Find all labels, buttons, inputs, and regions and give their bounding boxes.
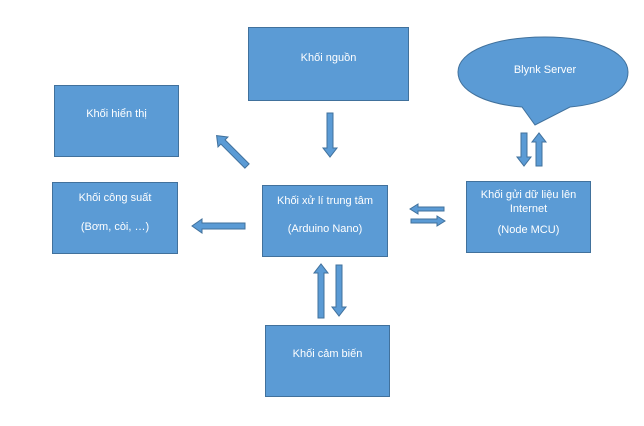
arrow-cpu-to-power-stage (191, 218, 246, 234)
block-power-stage: Khối công suất (Bơm, còi, …) (52, 182, 178, 254)
block-display: Khối hiển thị (54, 85, 179, 157)
block-cpu: Khối xử lí trung tâm (Arduino Nano) (262, 185, 388, 257)
block-cpu-label: Khối xử lí trung tâm (276, 195, 373, 207)
block-sensor-label: Khối cảm biến (292, 348, 363, 360)
block-sensor: Khối cảm biến (265, 325, 390, 397)
block-internet: Khối gửi dữ liệu lên Internet (Node MCU) (466, 181, 591, 253)
arrow-power-to-cpu (321, 112, 339, 158)
block-power-stage-label: Khối công suất (78, 192, 152, 204)
block-power-stage-note: (Bơm, còi, …) (80, 221, 150, 233)
block-power: Khối nguồn (248, 27, 409, 101)
blynk-server-label: Blynk Server (513, 64, 577, 76)
block-display-label: Khối hiển thị (86, 108, 147, 120)
arrow-cpu-to-internet (410, 215, 446, 227)
arrow-cpu-to-display (216, 135, 250, 169)
arrow-internet-to-cpu (409, 203, 445, 215)
arrow-internet-to-server (530, 132, 548, 167)
blynk-server-bubble (457, 36, 629, 126)
arrow-cpu-to-sensor (330, 264, 348, 317)
block-power-label: Khối nguồn (300, 52, 357, 64)
block-cpu-note: (Arduino Nano) (287, 223, 363, 235)
arrow-sensor-to-cpu (312, 263, 330, 319)
block-internet-label: Khối gửi dữ liệu lên (480, 189, 577, 201)
block-internet-label-2: Internet (509, 203, 548, 215)
arrow-server-to-internet (515, 132, 533, 167)
block-internet-note: (Node MCU) (497, 224, 560, 236)
